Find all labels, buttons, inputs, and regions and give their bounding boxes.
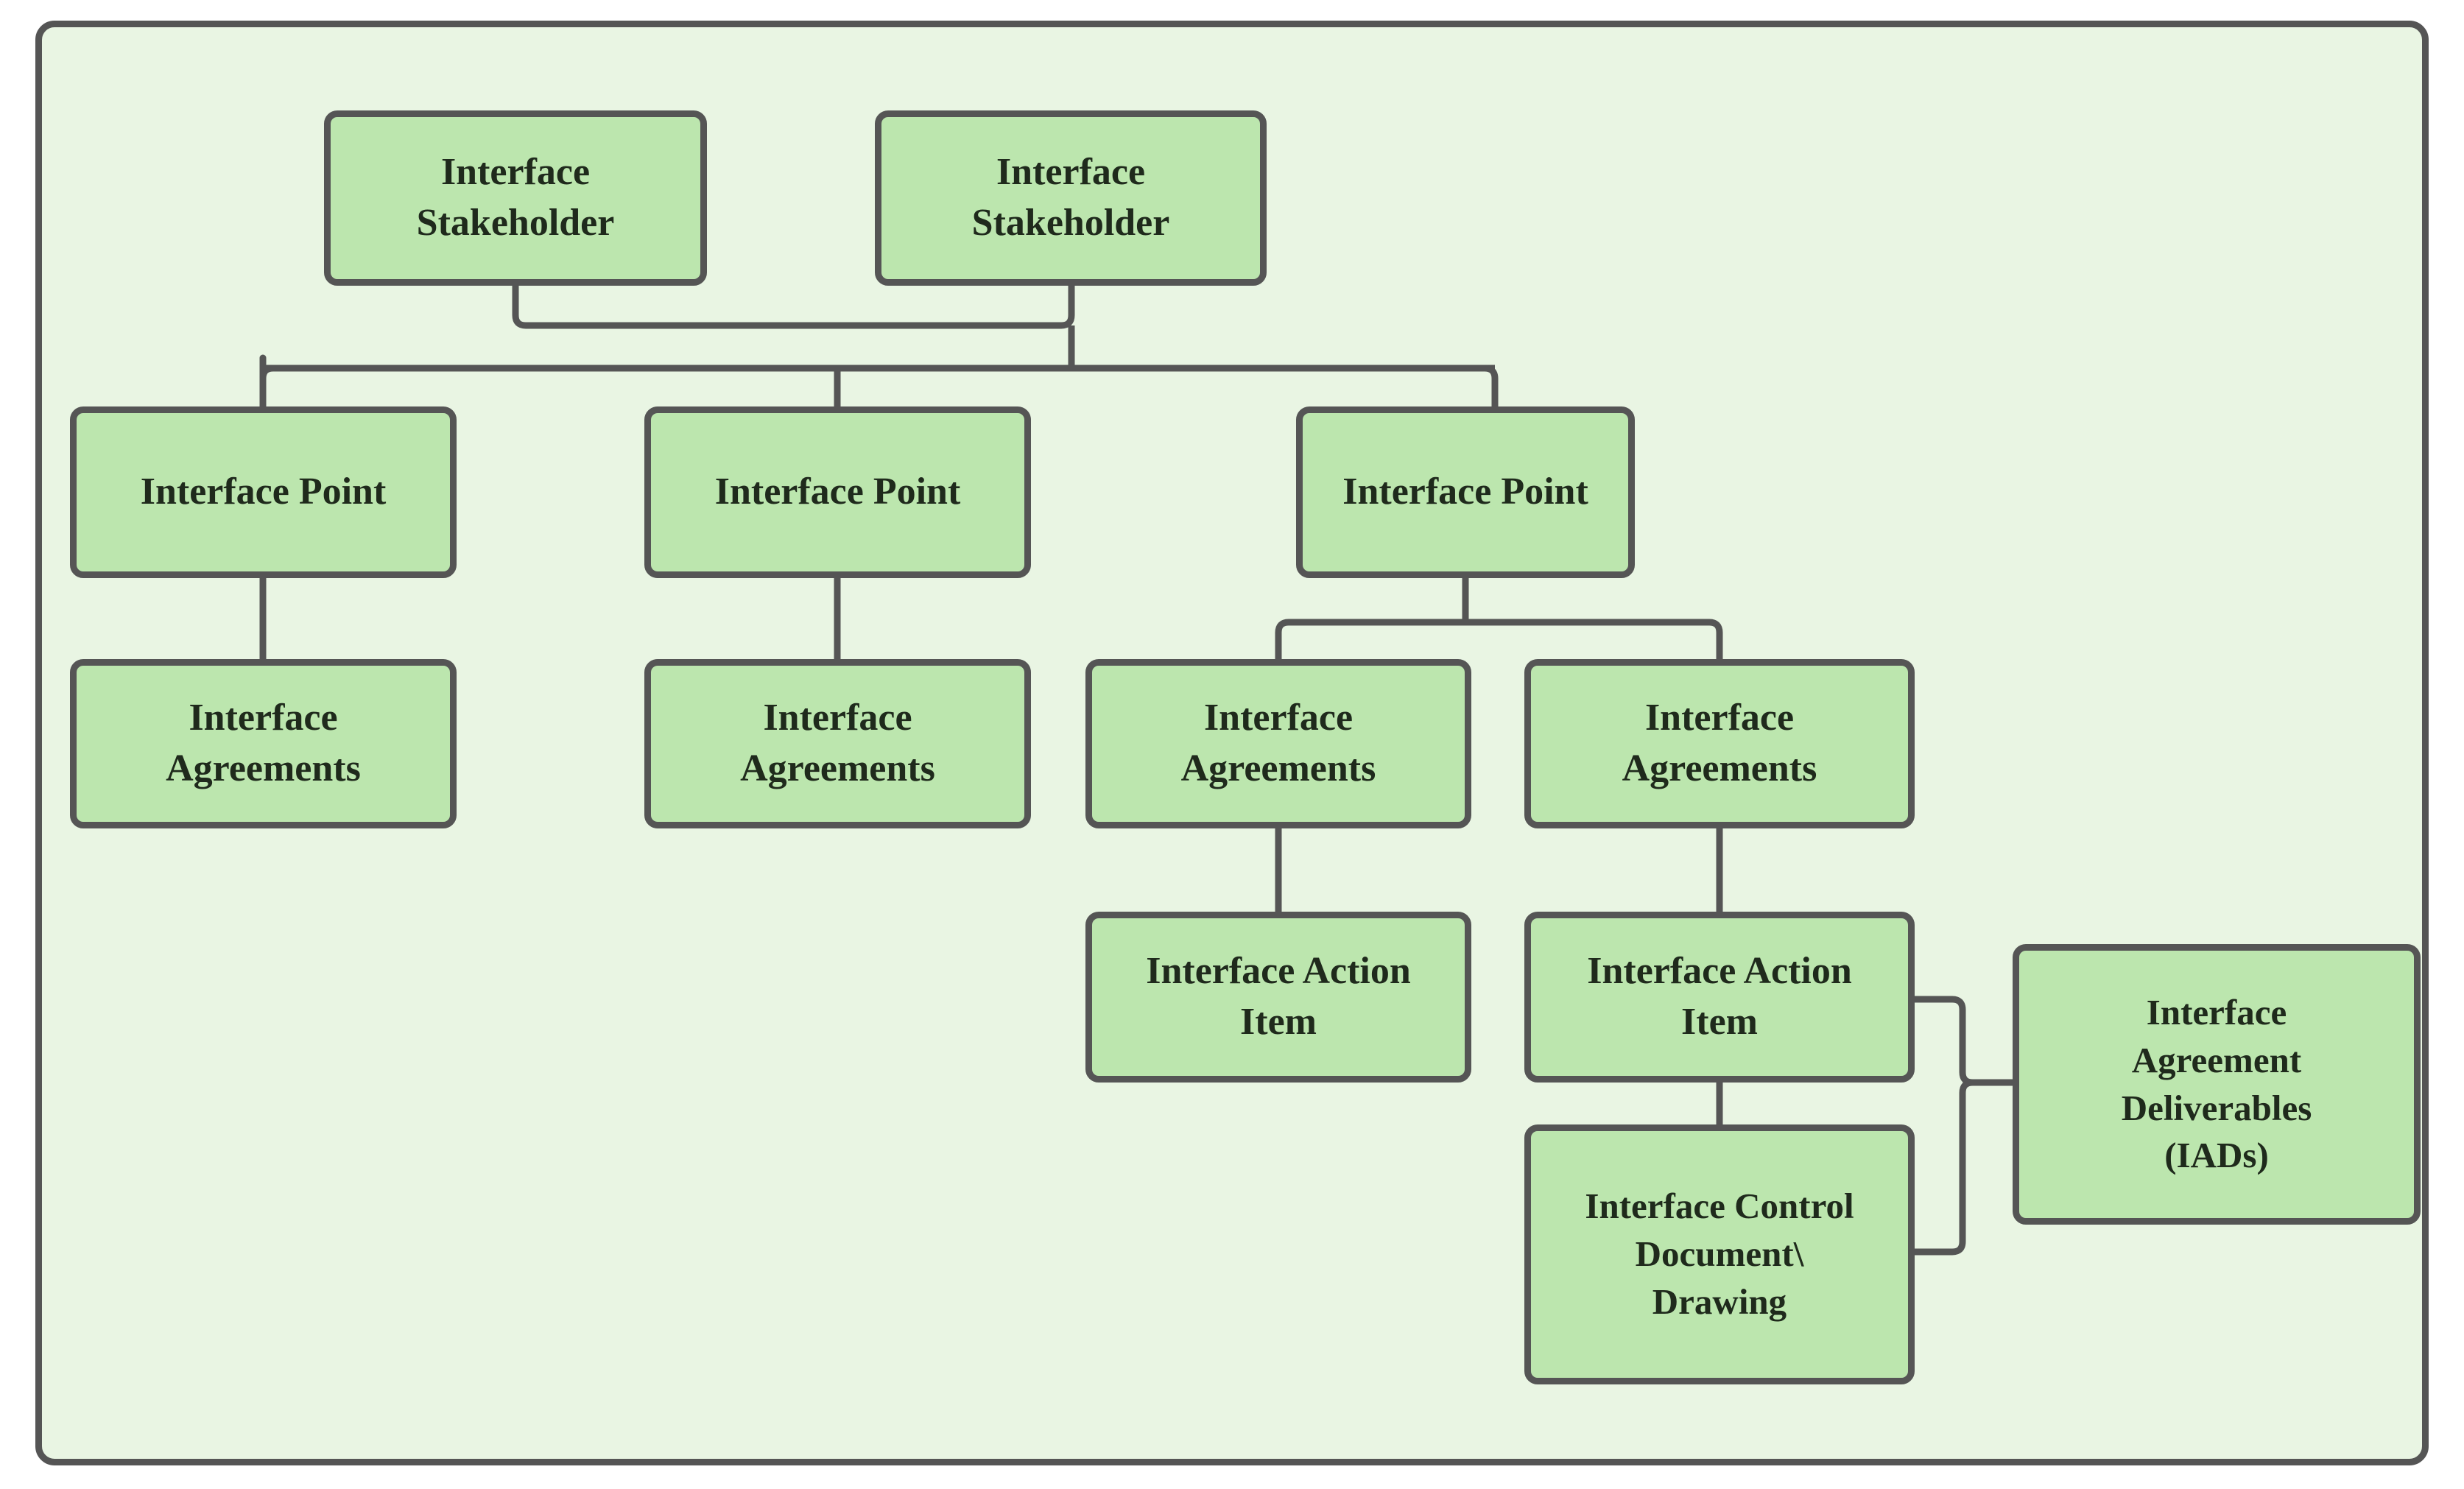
connector-bus-to-ip3 — [1484, 365, 1499, 406]
node-interface-point-2[interactable]: Interface Point — [644, 406, 1031, 578]
connector-iai2-to-iads — [1915, 996, 2013, 1086]
connector-icd-to-iads — [1915, 1079, 1974, 1256]
node-label: Interface Stakeholder — [416, 151, 615, 244]
node-label: Interface Agreements — [166, 697, 361, 789]
node-interface-agreements-3[interactable]: Interface Agreements — [1085, 659, 1471, 828]
connector-stakeholders-merge — [512, 286, 1075, 329]
node-interface-control-document[interactable]: Interface Control Document\ Drawing — [1524, 1124, 1915, 1384]
node-interface-action-item-2[interactable]: Interface Action Item — [1524, 912, 1915, 1083]
node-label: Interface Agreements — [1180, 697, 1376, 789]
node-label: Interface Control Document\ Drawing — [1585, 1186, 1854, 1322]
node-interface-agreements-4[interactable]: Interface Agreements — [1524, 659, 1915, 828]
node-label: Interface Agreements — [740, 697, 935, 789]
connector-bus-to-ip1 — [259, 365, 274, 406]
node-label: Interface Point — [140, 471, 387, 513]
node-label: Interface Action Item — [1587, 950, 1852, 1043]
node-label: Interface Agreements — [1622, 697, 1817, 789]
node-interface-agreements-1[interactable]: Interface Agreements — [70, 659, 457, 828]
node-interface-agreements-2[interactable]: Interface Agreements — [644, 659, 1031, 828]
node-label: Interface Agreement Deliverables (IADs) — [2121, 992, 2312, 1176]
node-interface-action-item-1[interactable]: Interface Action Item — [1085, 912, 1471, 1083]
node-interface-point-1[interactable]: Interface Point — [70, 406, 457, 578]
node-interface-agreement-deliverables[interactable]: Interface Agreement Deliverables (IADs) — [2013, 944, 2421, 1225]
node-label: Interface Action Item — [1146, 950, 1411, 1043]
node-label: Interface Point — [1342, 471, 1588, 513]
node-stakeholder-2[interactable]: Interface Stakeholder — [875, 110, 1267, 286]
node-label: Interface Point — [714, 471, 961, 513]
node-interface-point-3[interactable]: Interface Point — [1296, 406, 1635, 578]
node-stakeholder-1[interactable]: Interface Stakeholder — [324, 110, 707, 286]
node-label: Interface Stakeholder — [971, 151, 1170, 244]
connector-ip3-bracket — [1275, 619, 1723, 659]
